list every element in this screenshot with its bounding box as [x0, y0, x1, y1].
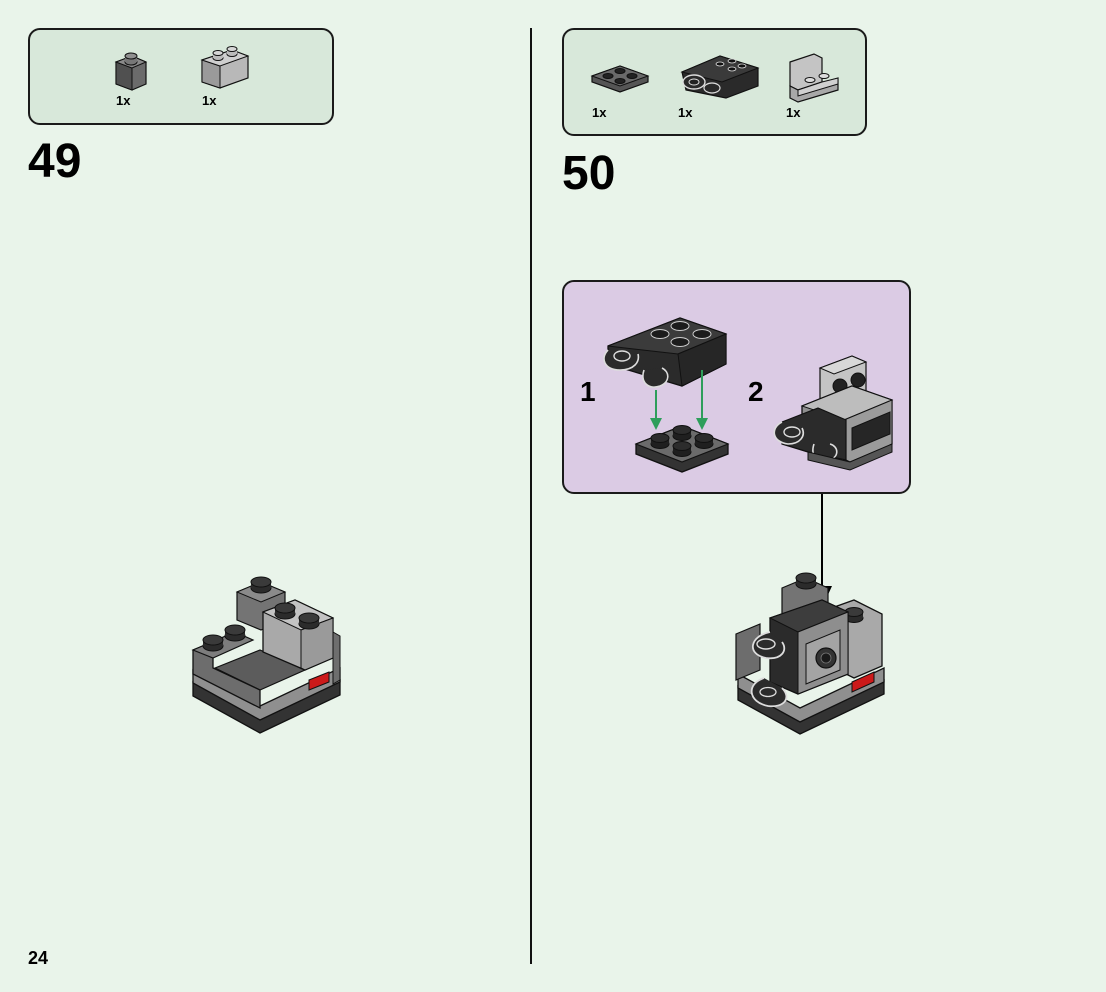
- step50-model-illustration: [735, 572, 885, 735]
- step50-part1-qty: 1x: [592, 105, 607, 120]
- step49-number: 49: [28, 135, 82, 188]
- page-number: 24: [28, 948, 49, 968]
- dark-grey-1x1-brick-icon: [114, 52, 148, 91]
- dark-grey-2x2-plate-icon: [590, 65, 650, 93]
- light-grey-bracket-icon: [789, 53, 839, 103]
- step50-part3-qty: 1x: [786, 105, 801, 120]
- black-claw-brick-icon: [680, 55, 760, 99]
- step49-part1-qty: 1x: [116, 93, 131, 108]
- subassembly-box: 1 2: [562, 280, 911, 494]
- step49-parts-box: 1x 1x: [28, 28, 334, 125]
- substep1-illustration: [603, 317, 730, 473]
- substep2-illustration: [773, 355, 894, 471]
- step50-part2-qty: 1x: [678, 105, 693, 120]
- substep2-number: 2: [748, 376, 764, 407]
- light-grey-1x2-brick-icon: [200, 46, 250, 89]
- substep1-number: 1: [580, 376, 596, 407]
- step50-parts-box: 1x 1x 1x: [562, 28, 867, 136]
- step49-part2-qty: 1x: [202, 93, 217, 108]
- page-divider: [530, 28, 532, 964]
- step49-model-illustration: [191, 576, 341, 734]
- step50-number: 50: [562, 147, 616, 200]
